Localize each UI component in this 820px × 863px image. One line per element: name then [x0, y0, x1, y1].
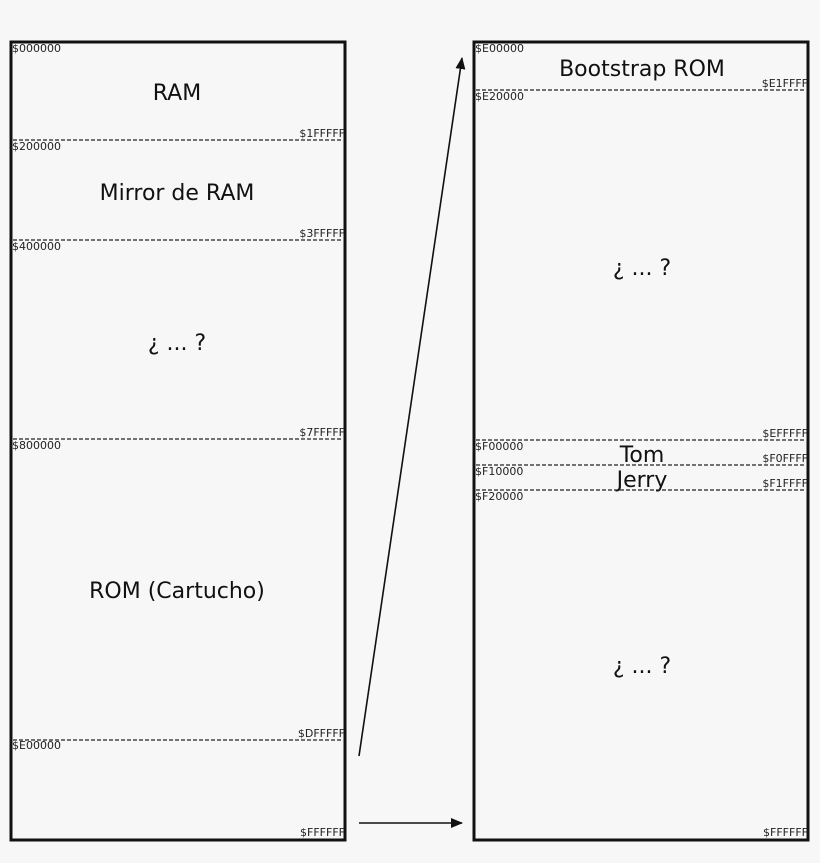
region-label-unknown: ¿ ... ?	[613, 256, 671, 281]
right-region-bootstrap-rom: Bootstrap ROM $E1FFFF $E20000	[475, 57, 808, 103]
region-end-address: $DFFFFF	[298, 727, 345, 740]
region-end-address: $3FFFFF	[299, 227, 345, 240]
region-label-unknown: ¿ ... ?	[613, 654, 671, 679]
right-memory-map: $E00000 Bootstrap ROM $E1FFFF $E20000 ¿ …	[472, 40, 810, 842]
region-next-start-address: $200000	[12, 140, 61, 153]
left-start-address: $000000	[12, 42, 61, 55]
region-label-tom: Tom	[619, 443, 665, 468]
zoom-arrow-top	[358, 57, 466, 757]
region-label-ram-mirror: Mirror de RAM	[100, 181, 255, 206]
region-end-address: $E1FFFF	[762, 77, 808, 90]
right-region-unknown-upper: ¿ ... ? $EFFFFF $F00000	[475, 256, 808, 453]
right-region-tom: Tom $F0FFFF $F10000	[475, 443, 808, 478]
region-next-start-address: $F10000	[475, 465, 523, 478]
right-start-address: $E00000	[475, 42, 524, 55]
region-next-start-address: $400000	[12, 240, 61, 253]
region-end-address: $7FFFFF	[299, 426, 345, 439]
region-label-unknown: ¿ ... ?	[148, 331, 206, 356]
region-label-bootstrap-rom: Bootstrap ROM	[559, 57, 725, 82]
region-end-address: $F0FFFF	[762, 452, 808, 465]
region-label-cartridge-rom: ROM (Cartucho)	[89, 579, 265, 604]
region-end-address: $EFFFFF	[762, 427, 808, 440]
left-map-frame	[9, 40, 347, 842]
region-next-start-address: $E00000	[12, 739, 61, 752]
left-region-ram-mirror: Mirror de RAM $3FFFFF $400000	[12, 181, 345, 253]
left-memory-map: $000000 RAM $1FFFFF $200000 Mirror de RA…	[9, 40, 347, 842]
region-next-start-address: $F00000	[475, 440, 523, 453]
region-label-ram: RAM	[153, 81, 201, 106]
right-region-unknown-lower: ¿ ... ?	[613, 654, 671, 679]
left-region-ram: RAM $1FFFFF $200000	[12, 81, 345, 153]
left-region-cartridge-rom: ROM (Cartucho) $DFFFFF $E00000	[12, 579, 345, 752]
region-next-start-address: $800000	[12, 439, 61, 452]
left-end-address: $FFFFFF	[300, 826, 345, 839]
region-end-address: $1FFFFF	[299, 127, 345, 140]
right-region-jerry: Jerry $F1FFFF $F20000	[475, 468, 808, 503]
right-end-address: $FFFFFF	[763, 826, 808, 839]
left-region-unknown: ¿ ... ? $7FFFFF $800000	[12, 331, 345, 452]
region-label-jerry: Jerry	[615, 468, 668, 493]
right-map-frame	[472, 40, 810, 842]
zoom-arrows	[358, 57, 466, 828]
region-end-address: $F1FFFF	[762, 477, 808, 490]
region-next-start-address: $E20000	[475, 90, 524, 103]
region-next-start-address: $F20000	[475, 490, 523, 503]
